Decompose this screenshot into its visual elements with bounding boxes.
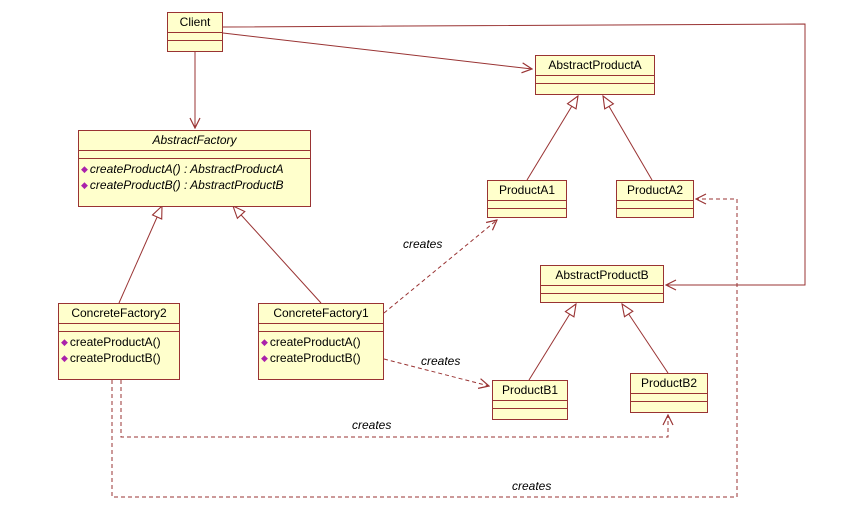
- edge-concretefactory1-creates-producta1[interactable]: [383, 220, 497, 314]
- operations-compartment: [488, 209, 566, 217]
- operations-compartment: [617, 209, 693, 217]
- class-name: ProductB1: [493, 381, 567, 401]
- edge-client-abstractproductb[interactable]: [222, 23, 806, 285]
- class-name: ProductA2: [617, 181, 693, 201]
- attributes-compartment: [259, 324, 383, 332]
- operations-compartment: ◆ createProductA() ◆ createProductB(): [59, 332, 179, 379]
- visibility-diamond-icon: ◆: [261, 337, 268, 347]
- class-box-abstractfactory[interactable]: AbstractFactory ◆ createProductA() : Abs…: [78, 130, 311, 207]
- attributes-compartment: [79, 151, 310, 159]
- class-box-productb2[interactable]: ProductB2: [630, 373, 708, 413]
- operations-compartment: ◆ createProductA() : AbstractProductA ◆ …: [79, 159, 310, 206]
- visibility-diamond-icon: ◆: [81, 180, 88, 190]
- method-label: createProductB(): [269, 351, 361, 365]
- class-name: AbstractProductB: [541, 266, 663, 286]
- method-label: createProductA() : AbstractProductA: [89, 162, 284, 176]
- method-row: ◆ createProductA() : AbstractProductA: [79, 161, 310, 177]
- creates-label-producta2: creates: [512, 479, 552, 493]
- edge-client-abstractproducta[interactable]: [222, 32, 532, 69]
- visibility-diamond-icon: ◆: [61, 353, 68, 363]
- edge-producta2-abstractproducta[interactable]: [603, 96, 653, 181]
- class-box-client[interactable]: Client: [167, 12, 223, 52]
- method-label: createProductA(): [69, 335, 161, 349]
- attributes-compartment: [536, 76, 654, 84]
- class-box-producta1[interactable]: ProductA1: [487, 180, 567, 218]
- creates-label-productb2: creates: [352, 418, 392, 432]
- operations-compartment: [536, 84, 654, 94]
- method-label: createProductA(): [269, 335, 361, 349]
- edge-productb1-abstractproductb[interactable]: [528, 304, 576, 381]
- class-name: ProductB2: [631, 374, 707, 394]
- operations-compartment: ◆ createProductA() ◆ createProductB(): [259, 332, 383, 379]
- edge-concretefactory2-creates-productb2[interactable]: [120, 380, 668, 438]
- attributes-compartment: [168, 33, 222, 41]
- attributes-compartment: [617, 201, 693, 209]
- attributes-compartment: [493, 401, 567, 409]
- creates-label-producta1: creates: [403, 237, 443, 251]
- class-name: AbstractFactory: [79, 131, 310, 151]
- method-row: ◆ createProductA(): [259, 334, 383, 350]
- attributes-compartment: [488, 201, 566, 209]
- method-label: createProductB(): [69, 351, 161, 365]
- class-box-productb1[interactable]: ProductB1: [492, 380, 568, 420]
- class-box-concretefactory1[interactable]: ConcreteFactory1 ◆ createProductA() ◆ cr…: [258, 303, 384, 380]
- class-box-abstractproductb[interactable]: AbstractProductB: [540, 265, 664, 303]
- class-box-producta2[interactable]: ProductA2: [616, 180, 694, 218]
- operations-compartment: [493, 409, 567, 419]
- class-name: ConcreteFactory2: [59, 304, 179, 324]
- class-box-abstractproducta[interactable]: AbstractProductA: [535, 55, 655, 95]
- visibility-diamond-icon: ◆: [61, 337, 68, 347]
- attributes-compartment: [631, 394, 707, 402]
- edge-concretefactory2-abstractfactory[interactable]: [118, 206, 162, 304]
- attributes-compartment: [541, 286, 663, 294]
- class-name: Client: [168, 13, 222, 33]
- method-row: ◆ createProductB(): [59, 350, 179, 366]
- edge-concretefactory1-abstractfactory[interactable]: [233, 206, 322, 304]
- class-name: AbstractProductA: [536, 56, 654, 76]
- class-name: ConcreteFactory1: [259, 304, 383, 324]
- edge-productb2-abstractproductb[interactable]: [622, 304, 669, 374]
- operations-compartment: [631, 402, 707, 412]
- edge-concretefactory2-creates-producta2[interactable]: [111, 199, 738, 498]
- visibility-diamond-icon: ◆: [81, 164, 88, 174]
- method-label: createProductB() : AbstractProductB: [89, 178, 284, 192]
- method-row: ◆ createProductB(): [259, 350, 383, 366]
- visibility-diamond-icon: ◆: [261, 353, 268, 363]
- attributes-compartment: [59, 324, 179, 332]
- operations-compartment: [541, 294, 663, 302]
- method-row: ◆ createProductA(): [59, 334, 179, 350]
- class-name: ProductA1: [488, 181, 566, 201]
- creates-label-productb1: creates: [421, 354, 461, 368]
- class-box-concretefactory2[interactable]: ConcreteFactory2 ◆ createProductA() ◆ cr…: [58, 303, 180, 380]
- method-row: ◆ createProductB() : AbstractProductB: [79, 177, 310, 193]
- edge-producta1-abstractproducta[interactable]: [526, 96, 578, 181]
- operations-compartment: [168, 41, 222, 51]
